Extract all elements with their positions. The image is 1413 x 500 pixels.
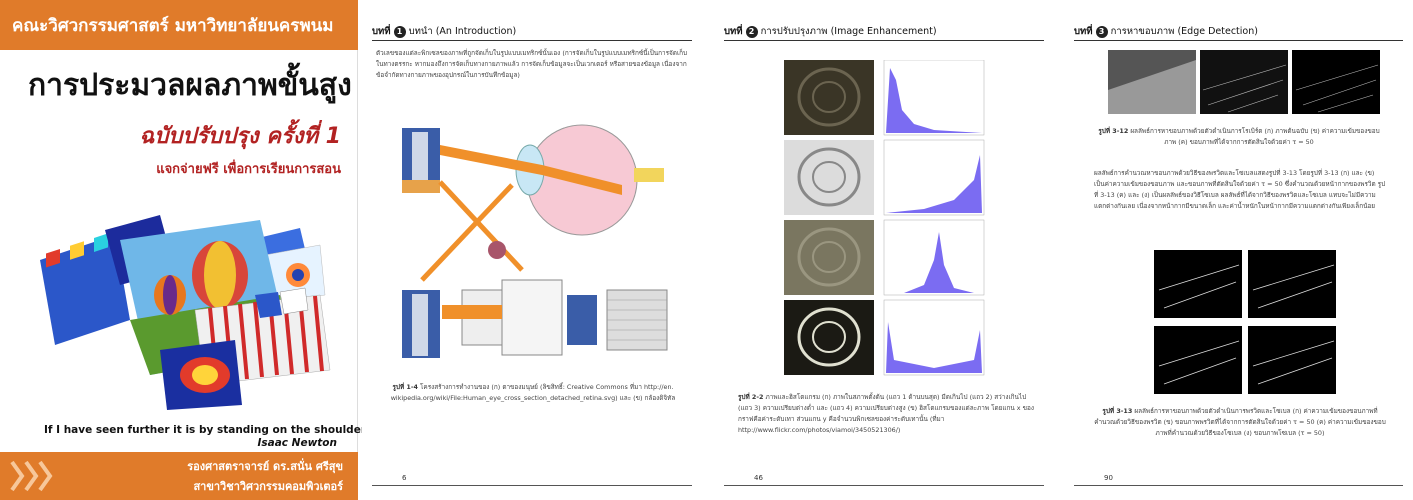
page-number: 6 — [402, 474, 407, 482]
tunnel-image-dark — [784, 60, 874, 135]
book-cover: คณะวิศวกรรมศาสตร์ มหาวิทยาลัยนครพนม การป… — [0, 0, 432, 500]
cover-quote-author: Isaac Newton — [257, 437, 337, 449]
figure-caption-3-12: รูปที่ 3-12 ผลลัพธ์การหาขอบภาพด้วยตัวดำเ… — [1094, 126, 1384, 148]
tunnel-image-bright — [784, 140, 874, 215]
chapter-label: บทที่ — [724, 26, 743, 37]
chapter-header: บทที่ 3 การหาขอบภาพ (Edge Detection) — [1074, 24, 1258, 39]
chapter-number-badge: 1 — [393, 25, 406, 38]
body-paragraph: ผลลัพธ์การคำนวณหาขอบภาพด้วยวิธีของพรวิตแ… — [1094, 169, 1386, 210]
figure-label: รูปที่ 3-12 — [1098, 127, 1129, 135]
cover-edition: ฉบับปรับปรุง ครั้งที่ 1 — [139, 124, 341, 149]
page-number: 46 — [754, 474, 763, 482]
page-number: 90 — [1104, 474, 1113, 482]
page-6: บทที่ 1 บทนำ (An Introduction) ตัวเลขของ… — [362, 0, 702, 500]
cover-header-band: คณะวิศวกรรมศาสตร์ มหาวิทยาลัยนครพนม — [0, 0, 358, 50]
cover-collage-illustration — [40, 215, 331, 410]
figure-caption-3-13: รูปที่ 3-13 ผลลัพธ์การหาขอบภาพด้วยตัวดำเ… — [1094, 406, 1386, 439]
figure-caption-text: ภาพและฮิสโตแกรม (ก) ภาพในสภาพตั้งต้น (แถ… — [738, 393, 1034, 434]
histogram-figure — [784, 60, 985, 376]
cover-quote: If I have seen further it is by standing… — [44, 424, 433, 436]
figure-caption-text: โครงสร้างการทำงานของ (ก) ตาของมนุษย์ (ลิ… — [390, 383, 676, 402]
chapter-number-badge: 2 — [745, 25, 758, 38]
cover-free-note: แจกจ่ายฟรี เพื่อการเรียนการสอน — [156, 162, 341, 177]
header-rule — [1074, 40, 1403, 41]
tunnel-image-high-contrast — [784, 300, 874, 375]
figure-caption: รูปที่ 1-4 โครงสร้างการทำงานของ (ก) ตาขอ… — [382, 382, 684, 404]
cover-author-name: รองศาสตราจารย์ ดร.สนั่น ศรีสุข — [187, 460, 343, 473]
prewitt-sobel-edge-images — [1154, 250, 1336, 394]
figure-caption-text: ผลลัพธ์การหาขอบภาพด้วยตัวดำเนินการพรวิตแ… — [1094, 407, 1386, 437]
page-46: บทที่ 2 การปรับปรุงภาพ (Image Enhancemen… — [714, 0, 1054, 500]
page-footer: 6 — [372, 474, 692, 486]
chapter-label: บทที่ — [372, 26, 391, 37]
chapter-title: การหาขอบภาพ (Edge Detection) — [1110, 26, 1258, 37]
cover-title: การประมวลผลภาพขั้นสูง — [28, 68, 352, 103]
chapter-header: บทที่ 2 การปรับปรุงภาพ (Image Enhancemen… — [724, 24, 937, 39]
cover-department: สาขาวิชาวิศวกรรมคอมพิวเตอร์ — [193, 480, 343, 493]
header-rule — [724, 40, 1044, 41]
page-footer: 90 — [1074, 474, 1403, 486]
cover-footer-band — [0, 452, 358, 500]
header-rule — [372, 40, 692, 41]
roberts-edge-images — [1108, 50, 1380, 114]
figure-label: รูปที่ 1-4 — [392, 383, 418, 391]
chapter-label: บทที่ — [1074, 26, 1093, 37]
chapter-number-badge: 3 — [1095, 25, 1108, 38]
figure-label: รูปที่ 2-2 — [738, 393, 764, 401]
chapter-title: บทนำ (An Introduction) — [408, 26, 517, 37]
figure-caption-text: ผลลัพธ์การหาขอบภาพด้วยตัวดำเนินการโรเบิร… — [1130, 127, 1380, 146]
tunnel-image-low-contrast — [784, 220, 874, 295]
figure-caption: รูปที่ 2-2 ภาพและฮิสโตแกรม (ก) ภาพในสภาพ… — [738, 392, 1040, 436]
chapter-title: การปรับปรุงภาพ (Image Enhancement) — [760, 26, 937, 37]
figure-label: รูปที่ 3-13 — [1102, 407, 1133, 415]
body-paragraph: ตัวเลขของแต่ละพิกเซลของภาพที่ถูกจัดเก็บใ… — [376, 49, 688, 79]
chapter-header: บทที่ 1 บทนำ (An Introduction) — [372, 24, 516, 39]
chevron-arrows-icon — [10, 460, 53, 492]
page-90: บทที่ 3 การหาขอบภาพ (Edge Detection) รูป… — [1064, 0, 1413, 500]
eye-camera-diagram — [402, 124, 668, 358]
page-footer: 46 — [724, 474, 1044, 486]
cover-faculty: คณะวิศวกรรมศาสตร์ มหาวิทยาลัยนครพนม — [12, 16, 334, 36]
